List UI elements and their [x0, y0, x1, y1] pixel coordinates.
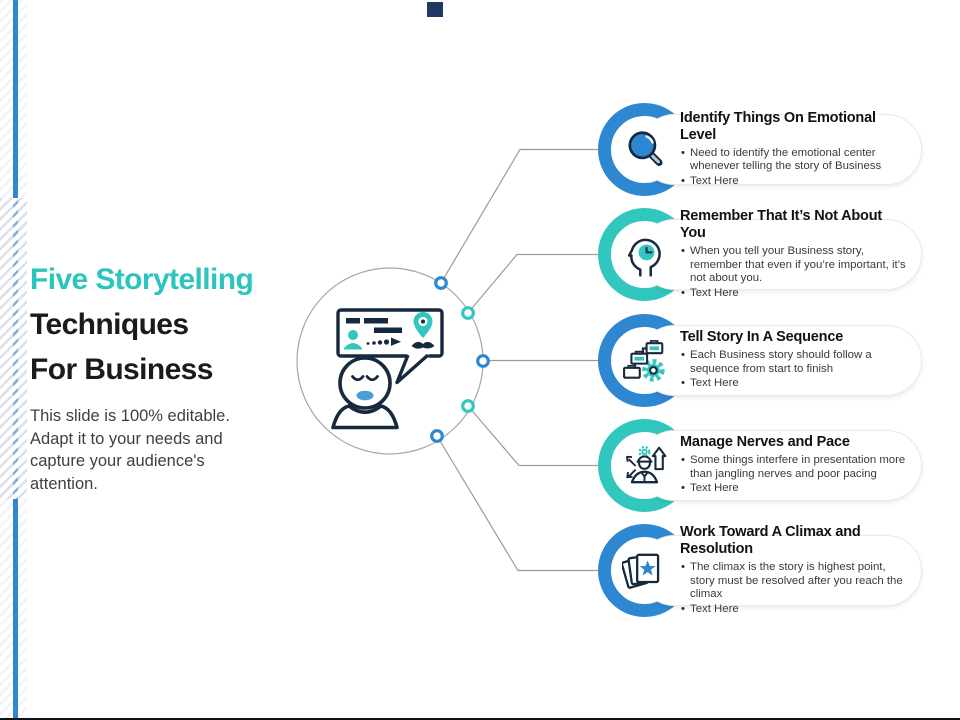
technique-item-2: Remember That It’s Not About You When yo…: [598, 208, 922, 301]
item-bullet: Text Here: [680, 482, 911, 496]
map-pin-icon: [413, 312, 433, 338]
technique-item-1: Identify Things On Emotional Level Need …: [598, 103, 922, 196]
magnifier-icon: [612, 117, 677, 182]
flowchart-gear-icon: [612, 328, 677, 393]
title-line-2: Techniques: [30, 308, 189, 341]
item-bullet: Need to identify the emotional center wh…: [680, 147, 911, 174]
item-title: Work Toward A Climax and Resolution: [680, 524, 861, 557]
title-line-3: For Business: [30, 353, 213, 386]
cards-star-icon: [612, 538, 677, 603]
bottom-border-line: [0, 717, 960, 720]
bird-icon: [411, 341, 435, 349]
item-bullet: Text Here: [680, 603, 911, 617]
item-card: Remember That It’s Not About You When yo…: [639, 208, 922, 300]
title-block: Five Storytelling Techniques For Busines…: [30, 257, 292, 495]
central-illustration: [296, 267, 484, 455]
item-bullet: Text Here: [680, 175, 911, 189]
speech-bubble-card: [336, 308, 444, 385]
technique-item-5: Work Toward A Climax and Resolution The …: [598, 524, 922, 617]
item-card: Tell Story In A Sequence Each Business s…: [639, 325, 922, 396]
item-bullet: Text Here: [680, 287, 911, 301]
presenter-arrows-icon: [612, 433, 677, 498]
left-hatch-band: [0, 198, 27, 499]
technique-item-4: Manage Nerves and Pace Some things inter…: [598, 419, 922, 512]
head-clock-icon: [612, 222, 677, 287]
technique-item-3: Tell Story In A Sequence Each Business s…: [598, 314, 922, 407]
item-card: Manage Nerves and Pace Some things inter…: [639, 430, 922, 501]
item-bullet: Text Here: [680, 377, 911, 391]
person-icon: [344, 330, 362, 350]
dashed-arrow-icon: [366, 337, 401, 346]
item-title: Tell Story In A Sequence: [680, 329, 844, 346]
item-bullet: Some things interfere in presentation mo…: [680, 454, 911, 481]
title-line-1: Five Storytelling: [30, 263, 254, 296]
item-bullet: The climax is the story is highest point…: [680, 561, 911, 602]
item-bullet: Each Business story should follow a sequ…: [680, 349, 911, 376]
item-card: Work Toward A Climax and Resolution The …: [639, 524, 922, 616]
item-title: Manage Nerves and Pace: [680, 434, 850, 451]
top-accent-square: [427, 2, 443, 17]
item-bullet: When you tell your Business story, remem…: [680, 245, 911, 286]
item-title: Identify Things On Emotional Level: [680, 109, 876, 143]
item-card: Identify Things On Emotional Level Need …: [639, 110, 922, 188]
item-title: Remember That It’s Not About You: [680, 208, 882, 241]
speaker-face: [331, 356, 399, 430]
subtitle: This slide is 100% editable. Adapt it to…: [30, 407, 230, 493]
